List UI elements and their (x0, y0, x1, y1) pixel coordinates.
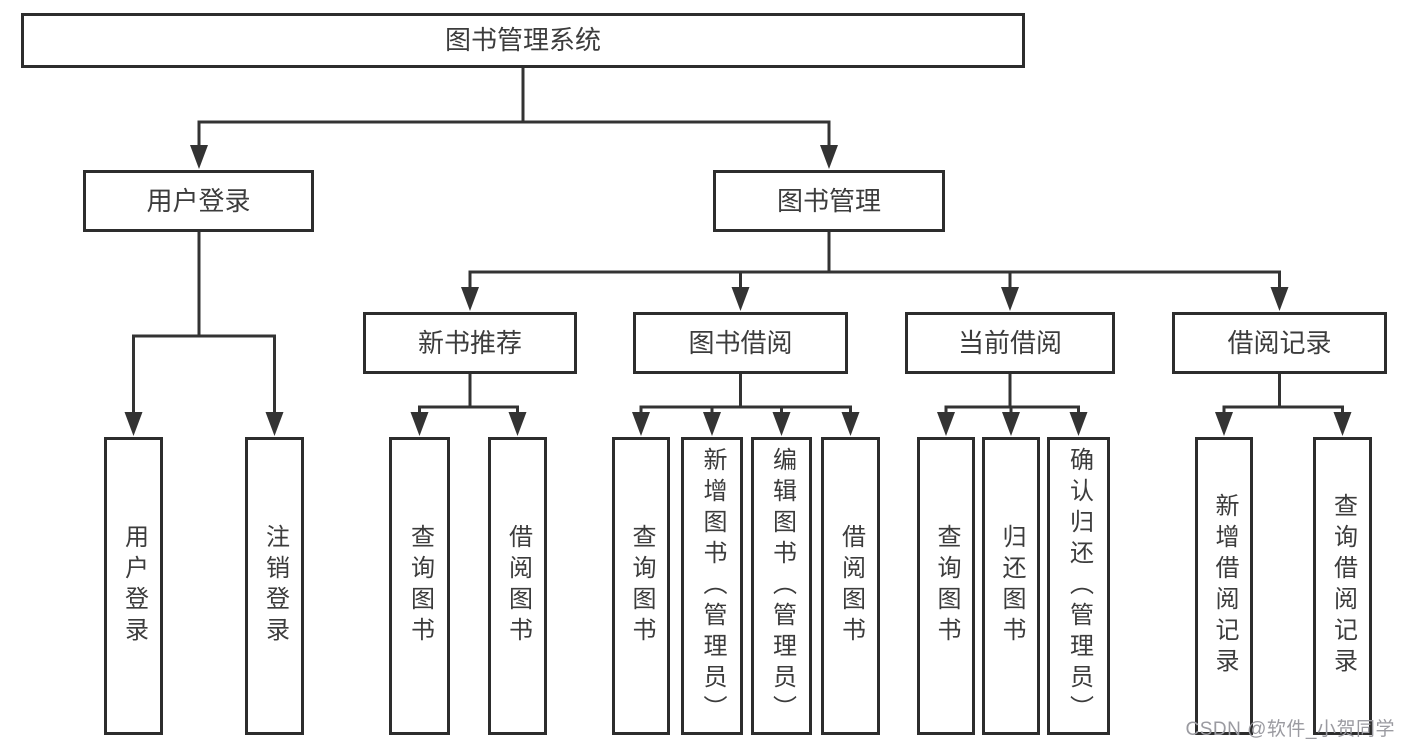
leaf-borrow-add-books-admin: 新增图书（管理员） (681, 437, 743, 735)
node-root-system: 图书管理系统 (21, 13, 1025, 68)
leaf-borrow-edit-books-admin: 编辑图书（管理员） (751, 437, 812, 735)
node-book-borrow: 图书借阅 (633, 312, 848, 374)
leaf-current-confirm-return-admin: 确认归还（管理员） (1047, 437, 1110, 735)
leaf-logout-login: 注销登录 (245, 437, 304, 735)
node-borrow-records: 借阅记录 (1172, 312, 1387, 374)
leaf-records-query-borrow-record: 查询借阅记录 (1313, 437, 1372, 735)
csdn-watermark: CSDN @软件_小贺同学 (1185, 719, 1395, 740)
node-new-book-recommend: 新书推荐 (363, 312, 577, 374)
leaf-borrow-query-books: 查询图书 (612, 437, 670, 735)
node-book-management: 图书管理 (713, 170, 945, 232)
leaf-records-add-borrow-record: 新增借阅记录 (1195, 437, 1253, 735)
leaf-current-return-books: 归还图书 (982, 437, 1040, 735)
leaf-current-query-books: 查询图书 (917, 437, 975, 735)
node-user-login: 用户登录 (83, 170, 314, 232)
leaf-newbook-query-books: 查询图书 (389, 437, 450, 735)
leaf-newbook-borrow-books: 借阅图书 (488, 437, 547, 735)
node-current-borrow: 当前借阅 (905, 312, 1115, 374)
leaf-user-login: 用户登录 (104, 437, 163, 735)
leaf-borrow-borrow-books: 借阅图书 (821, 437, 880, 735)
